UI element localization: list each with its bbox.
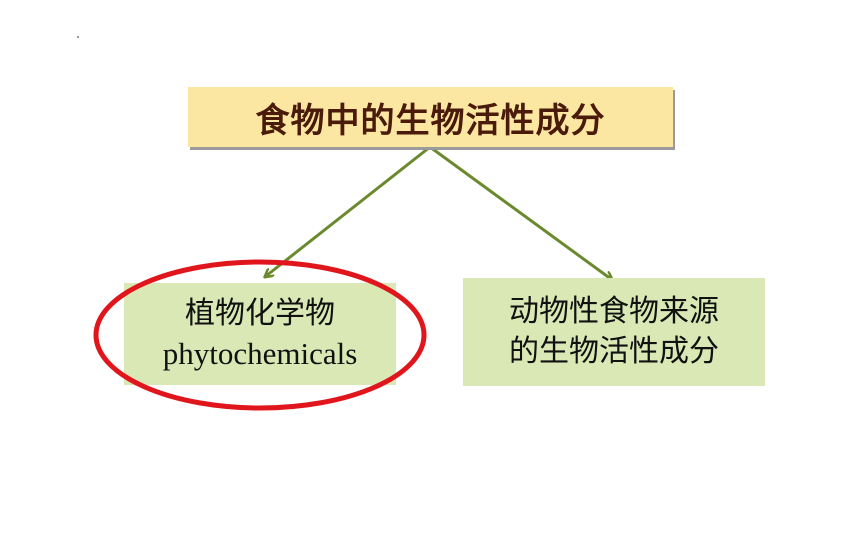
phytochemicals-node-cn-label: 植物化学物 <box>185 296 335 331</box>
phytochemicals-node: 植物化学物 phytochemicals <box>124 283 396 385</box>
highlight-ellipse <box>93 259 427 411</box>
animal-components-node-line1: 动物性食物来源 <box>509 294 719 329</box>
stray-dot <box>77 36 79 38</box>
phytochemicals-node-en-label: phytochemicals <box>162 336 358 371</box>
arrow-to-phytochemicals <box>266 145 431 276</box>
root-node-label: 食物中的生物活性成分 <box>255 100 606 141</box>
animal-components-node: 动物性食物来源 的生物活性成分 <box>463 278 765 386</box>
root-node: 食物中的生物活性成分 <box>188 87 673 147</box>
arrow-to-animal-components <box>429 145 611 279</box>
animal-components-node-line2: 的生物活性成分 <box>509 334 719 369</box>
